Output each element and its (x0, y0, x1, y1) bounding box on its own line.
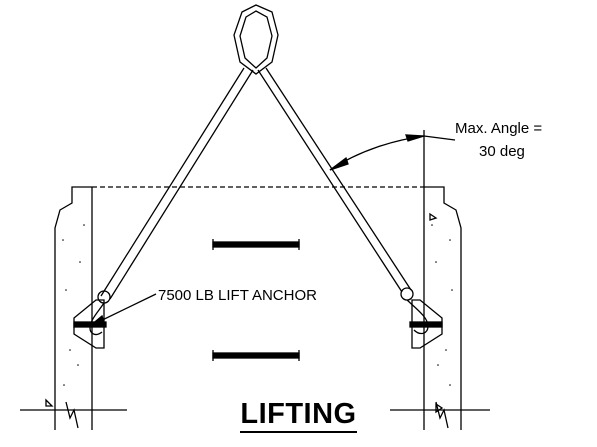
max-angle-label-line1: Max. Angle = (455, 120, 543, 137)
right-embed-bar (409, 321, 443, 328)
right-wall (390, 130, 490, 430)
spreader-bar-bottom (212, 350, 300, 361)
left-wall (20, 186, 127, 430)
concrete-texture (62, 224, 453, 386)
left-sling (97, 67, 254, 304)
spreader-bar-top (212, 239, 300, 250)
right-hook (406, 299, 429, 335)
angle-arrow-right (405, 134, 425, 142)
right-sling (257, 67, 414, 301)
left-hook (89, 302, 105, 336)
lift-anchor-label: 7500 LB LIFT ANCHOR (158, 287, 317, 304)
max-angle-label-line2: 30 deg (479, 143, 525, 160)
diagram-title-text: LIFTING (240, 398, 357, 433)
angle-arrow-left (329, 156, 349, 171)
left-embed-bar (73, 321, 107, 328)
lifting-ring (233, 4, 279, 75)
angle-leader (423, 135, 456, 141)
diagram-title: LIFTING (0, 398, 597, 433)
